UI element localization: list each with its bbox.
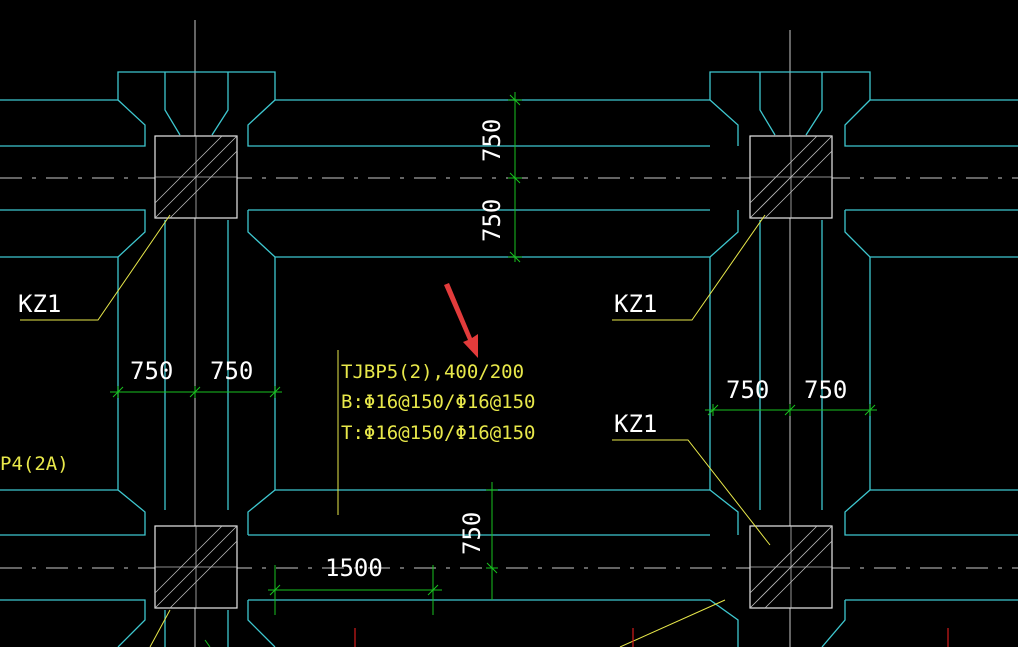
column-label-left: KZ1 <box>18 290 61 318</box>
column-kz1-bottom-right[interactable] <box>749 525 833 609</box>
dim-750-left-a: 750 <box>130 357 173 385</box>
dim-750-vertical-mid: 750 <box>478 199 506 242</box>
axis-lines <box>0 20 1018 647</box>
dim-750-left-b: 750 <box>210 357 253 385</box>
text-labels: KZ1 KZ1 KZ1 TJBP5(2),400/200 B:Φ16@150/Φ… <box>0 119 847 582</box>
column-label-right-bottom: KZ1 <box>614 410 657 438</box>
column-kz1-top-right[interactable] <box>749 135 833 219</box>
column-label-right-top: KZ1 <box>614 290 657 318</box>
leader-lines <box>20 214 771 647</box>
column-kz1-top-left[interactable] <box>154 135 238 219</box>
beam-spec-line2: B:Φ16@150/Φ16@150 <box>341 391 535 413</box>
red-arrow-annotation <box>444 283 478 358</box>
beam-spec-line1: TJBP5(2),400/200 <box>341 361 524 383</box>
red-edge-ticks <box>354 628 949 647</box>
beam-spec-line3: T:Φ16@150/Φ16@150 <box>341 422 535 444</box>
dim-1500: 1500 <box>325 554 383 582</box>
beam-label-left-partial: P4(2A) <box>0 453 69 475</box>
foundation-beam-outlines <box>0 71 1018 647</box>
column-kz1-bottom-left[interactable] <box>154 525 238 609</box>
dim-750-right-a: 750 <box>726 376 769 404</box>
dimension-lines <box>110 92 877 647</box>
dim-750-vertical-bottom: 750 <box>458 512 486 555</box>
dim-750-right-b: 750 <box>804 376 847 404</box>
dim-750-vertical-top: 750 <box>478 119 506 162</box>
